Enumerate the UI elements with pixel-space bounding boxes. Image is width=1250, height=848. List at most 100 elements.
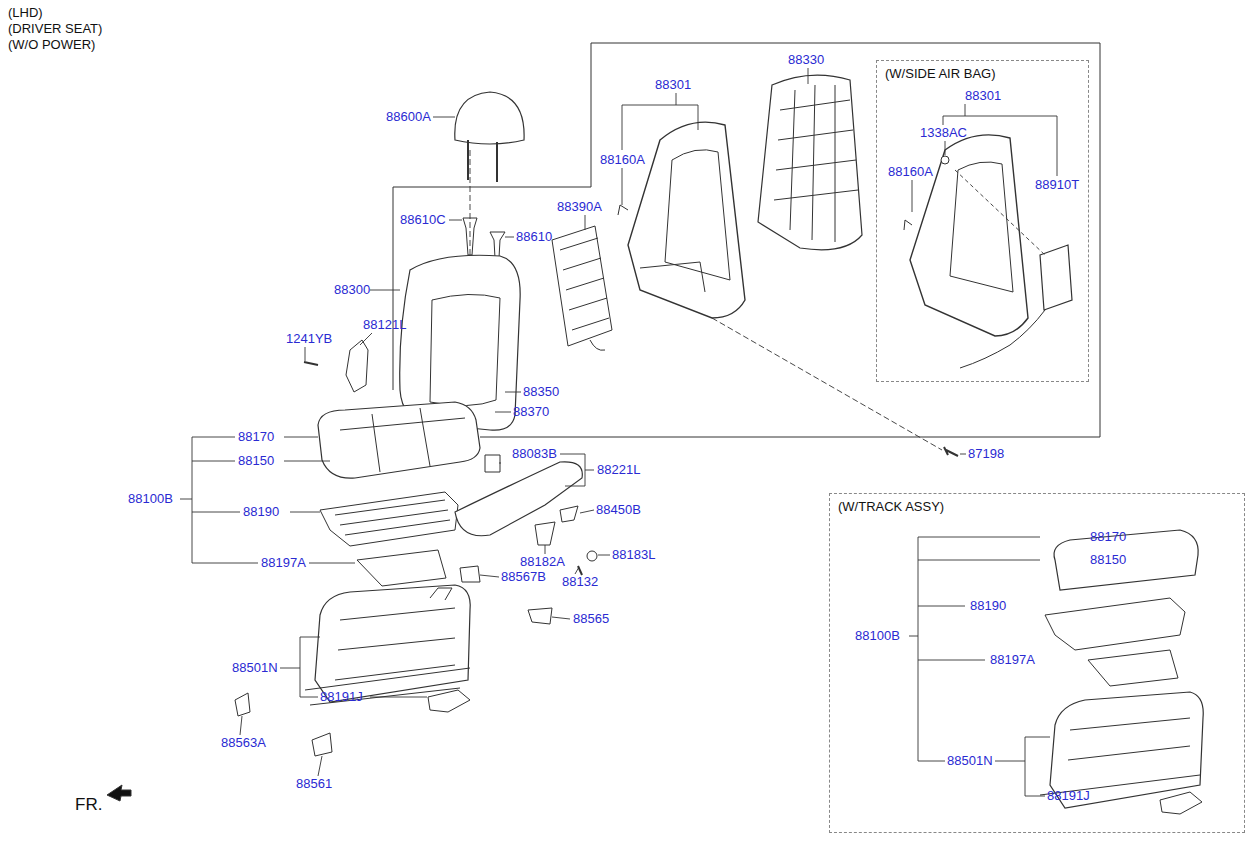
leader-line: [1057, 116, 1058, 176]
note-text: (W/O POWER): [8, 37, 95, 53]
note-text: FR.: [75, 795, 102, 815]
leader-line: [918, 606, 965, 607]
pan-plate: [357, 550, 446, 586]
seatback-frame: [628, 122, 745, 318]
callout-number: 88160A: [888, 164, 933, 180]
leader-line: [918, 537, 919, 761]
back-panel: [758, 75, 862, 250]
leader-line: [240, 716, 242, 735]
cushion-seams: [340, 408, 465, 472]
callout-number: 88370: [513, 404, 549, 420]
callout-number: 88170: [238, 429, 274, 445]
callout-number: 88197A: [990, 652, 1035, 668]
callout-number: 88567B: [501, 569, 546, 585]
leader-line: [370, 697, 427, 698]
back-panel-grid: [774, 85, 858, 242]
leader-line: [192, 437, 193, 563]
callout-number: 88190: [243, 504, 279, 520]
leader-line: [180, 499, 192, 500]
callout-number: 88150: [1090, 552, 1126, 568]
callout-number: 88170: [1090, 529, 1126, 545]
pad-ribs: [335, 500, 450, 535]
variant-heading: (W/TRACK ASSY): [838, 499, 944, 515]
callout-number: 88221L: [597, 462, 640, 478]
callout-number: 88390A: [557, 199, 602, 215]
callout-number: 88910T: [1035, 177, 1079, 193]
leader-line: [280, 668, 300, 669]
pad-ribs: [560, 238, 609, 330]
leader-line: [575, 567, 579, 574]
leader-line: [622, 105, 698, 106]
callout-number: 88501N: [232, 660, 278, 676]
leader-line: [918, 537, 1040, 538]
callout-number: 88301: [655, 77, 691, 93]
recliner-cover: [346, 340, 368, 392]
leader-line: [300, 637, 301, 697]
leader-line: [480, 575, 499, 577]
seatback-insert: [430, 294, 500, 405]
leader-line: [912, 180, 913, 212]
callout-number: 88100B: [128, 491, 173, 507]
note-text: (DRIVER SEAT): [8, 21, 102, 37]
callout-number: 1241YB: [286, 331, 332, 347]
pad-wire: [590, 340, 605, 350]
leader-line: [945, 141, 946, 155]
leader-line: [1025, 737, 1050, 738]
leader-line: [965, 104, 966, 116]
callout-number: 88191J: [1047, 788, 1090, 804]
callout-number: 88183L: [612, 547, 655, 563]
group-frame: [393, 43, 1100, 437]
bracket-part: [460, 566, 480, 582]
cushion-pad: [1045, 598, 1185, 650]
back-pad: [552, 226, 612, 346]
callout-number: 88083B: [512, 446, 557, 462]
bolt: [304, 362, 318, 365]
leader-line: [284, 437, 318, 438]
leader-line: [698, 105, 699, 130]
leader-line: [370, 290, 400, 291]
leader-line: [909, 636, 918, 637]
handle: [535, 522, 555, 545]
leader-line: [943, 116, 944, 125]
leader-line: [192, 563, 258, 564]
leader-line: [192, 437, 235, 438]
leader-line: [918, 660, 985, 661]
callout-number: 88197A: [261, 555, 306, 571]
center-line: [955, 170, 1045, 255]
callout-number: 88150: [238, 453, 274, 469]
side-airbag: [1040, 245, 1072, 310]
airbag-wire: [960, 310, 1045, 368]
leader-line: [585, 470, 594, 471]
headrest-post: [468, 140, 497, 182]
leader-line: [622, 168, 623, 205]
callout-number: 88301: [965, 88, 1001, 104]
leader-line: [545, 545, 546, 554]
callout-number: 88501N: [947, 753, 993, 769]
leader-line: [495, 412, 511, 413]
callout-number: 88100B: [855, 628, 900, 644]
leader-line: [192, 461, 235, 462]
leader-line: [918, 761, 945, 762]
seat-track: [315, 585, 470, 702]
frame-opening: [950, 162, 1013, 292]
callout-number: 88610: [516, 229, 552, 245]
leader-line: [284, 461, 330, 462]
center-line: [712, 318, 942, 450]
callout-number: 88182A: [520, 554, 565, 570]
leader-line: [1025, 737, 1026, 796]
callout-number: 88610C: [400, 212, 446, 228]
leader-line: [290, 512, 320, 513]
leader-line: [585, 215, 586, 230]
cap: [587, 551, 597, 561]
variant-heading: (W/SIDE AIR BAG): [885, 66, 996, 82]
leader-line: [560, 454, 585, 455]
clip: [485, 455, 500, 472]
leader-line: [360, 333, 372, 345]
leader-line: [192, 512, 240, 513]
note-text: (LHD): [8, 5, 43, 21]
callout-number: 88450B: [596, 502, 641, 518]
track-detail: [305, 608, 470, 705]
seat-cushion: [1054, 530, 1198, 590]
leader-line: [505, 237, 514, 238]
